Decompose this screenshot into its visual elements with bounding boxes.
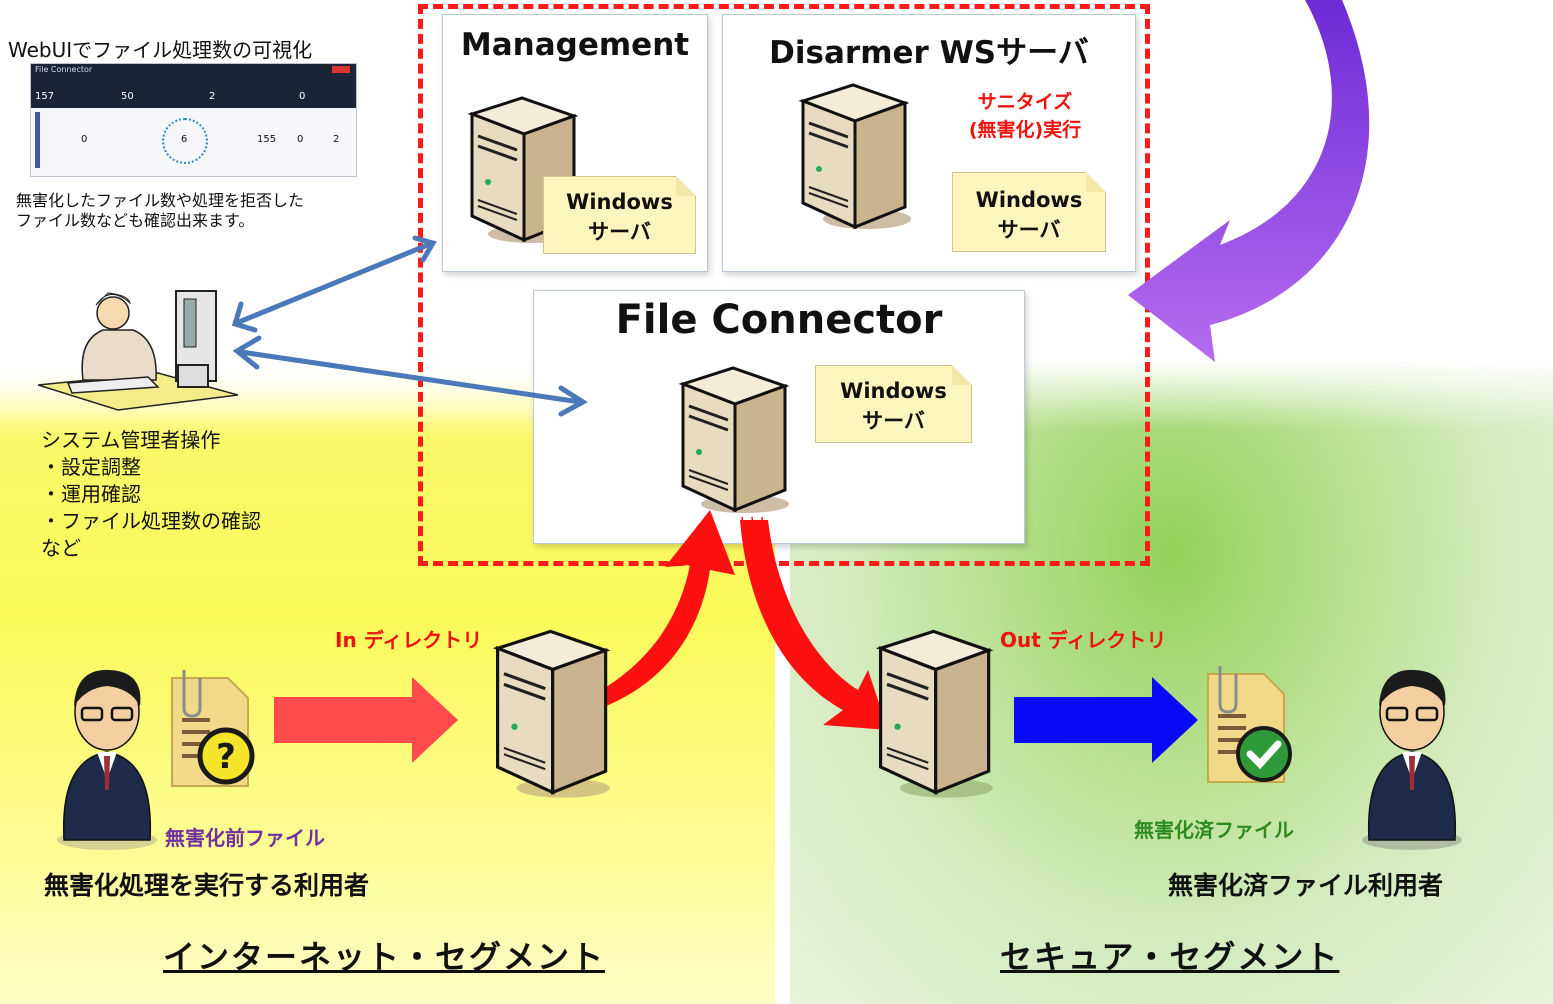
dashboard-stage-value: 6: [181, 134, 188, 145]
loop-arrow-icon: [1128, 0, 1370, 362]
disarmer-title: Disarmer WSサーバ: [769, 35, 1089, 71]
admin-item: ・ファイル処理数の確認: [41, 509, 261, 533]
out-directory-label: Out ディレクトリ: [1000, 628, 1167, 652]
dashboard-stage-value: 155: [257, 134, 277, 145]
download-flow-arrow: [740, 516, 888, 730]
after-file-label: 無害化済ファイル: [1134, 818, 1294, 842]
sender-user-label: 無害化処理を実行する利用者: [44, 871, 370, 900]
sender-user-figure: [57, 669, 157, 850]
receiver-user-label: 無害化済ファイル利用者: [1168, 871, 1444, 900]
out-directory-server-icon: [870, 628, 995, 804]
management-title: Management: [460, 27, 690, 63]
note-line: Windows: [566, 190, 673, 214]
file-connector-os-note: Windows サーバ: [815, 365, 972, 443]
admin-item: ・設定調整: [41, 455, 141, 479]
note-line: Windows: [840, 379, 947, 403]
receiver-user-figure: [1362, 669, 1462, 850]
administrator-figure: [38, 290, 238, 411]
unsanitized-file-icon: ?: [171, 670, 255, 787]
admin-link-arrows: [231, 235, 588, 417]
webui-heading: WebUIでファイル処理数の可視化: [8, 38, 313, 62]
webui-dashboard-thumbnail: File Connector 157 50 2 0 0 6 155 0 2: [30, 63, 357, 177]
webui-caption: 無害化したファイル数や処理を拒否した ファイル数なども確認出来ます。: [16, 191, 304, 231]
secure-segment-title: セキュア・セグメント: [1000, 938, 1340, 976]
disarmer-server-icon: [792, 83, 912, 237]
admin-heading: システム管理者操作: [41, 428, 221, 452]
dashboard-stat: 50: [121, 91, 134, 102]
file-connector-server-icon: [673, 366, 791, 520]
webui-caption-line: ファイル数なども確認出来ます。: [16, 211, 255, 230]
dashboard-stage-value: 0: [81, 134, 88, 145]
dashboard-stat: 0: [299, 91, 306, 102]
note-line: サーバ: [862, 409, 925, 433]
note-line: サーバ: [588, 220, 651, 244]
admin-footer: など: [41, 536, 81, 560]
dashboard-stage-value: 2: [333, 134, 340, 145]
in-directory-server-icon: [487, 628, 612, 804]
dashboard-title: File Connector: [35, 65, 93, 74]
file-connector-title: File Connector: [615, 297, 943, 343]
sanitized-file-icon: [1207, 666, 1292, 783]
webui-caption-line: 無害化したファイル数や処理を拒否した: [16, 191, 305, 210]
administrator-label: システム管理者操作 ・設定調整 ・運用確認 ・ファイル処理数の確認 など: [41, 427, 261, 562]
management-os-note: Windows サーバ: [543, 176, 696, 254]
note-line: Windows: [975, 188, 1083, 212]
dashboard-stat: 2: [209, 91, 216, 102]
before-file-label: 無害化前ファイル: [165, 826, 325, 850]
svg-text:?: ?: [216, 737, 236, 777]
sanitize-line: サニタイズ: [977, 91, 1073, 113]
in-arrow-icon: [274, 677, 458, 763]
admin-item: ・運用確認: [41, 482, 141, 506]
internet-segment-title: インターネット・セグメント: [163, 938, 606, 976]
sanitize-label: サニタイズ (無害化)実行: [945, 88, 1105, 144]
dashboard-stage-value: 0: [297, 134, 304, 145]
out-arrow-icon: [1014, 677, 1198, 763]
disarmer-os-note: Windows サーバ: [952, 172, 1106, 252]
in-directory-label: In ディレクトリ: [335, 628, 483, 652]
sanitize-line: (無害化)実行: [968, 119, 1082, 141]
note-line: サーバ: [997, 218, 1061, 242]
dashboard-stat: 157: [35, 91, 55, 102]
